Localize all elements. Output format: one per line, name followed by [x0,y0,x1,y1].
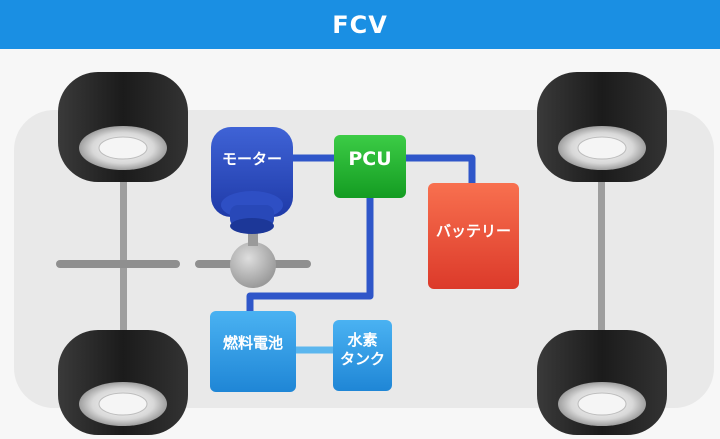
motor-unit [211,127,293,234]
fuel-cell-box [210,311,296,392]
hydrogen-tank-label: 水素 タンク [339,331,385,368]
tire-front-bottom [58,330,188,435]
battery-label: バッテリー [435,221,511,240]
title-bar: FCV [0,0,720,49]
fuel-cell-label: 燃料電池 [222,333,283,352]
motor-label: モーター [221,149,282,168]
tire-rear-top [537,72,667,182]
drive-shaft-left [56,260,180,268]
tire-rear-bottom [537,330,667,435]
tire-front-top [58,72,188,182]
wiring [246,154,476,314]
hydrogen-tank-box [333,320,392,391]
rear-axle [598,120,605,370]
pcu-label: PCU [348,148,392,170]
pcu-box [334,135,406,198]
differential-gear [230,242,276,288]
battery-box [428,183,519,289]
page-title: FCV [332,10,388,39]
car-body [14,110,714,408]
front-axle [120,120,127,370]
